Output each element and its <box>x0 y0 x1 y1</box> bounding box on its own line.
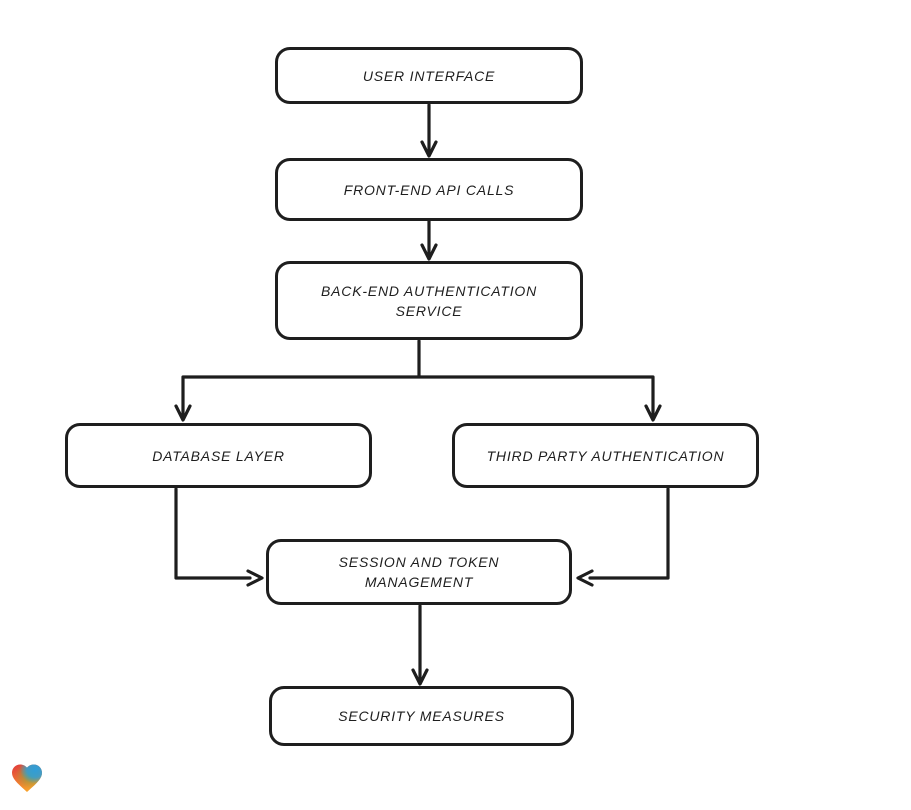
node-third-party-authentication[interactable]: THIRD PARTY AUTHENTICATION <box>452 423 759 488</box>
arrow-thirdparty-to-session <box>576 487 670 587</box>
node-user-interface[interactable]: USER INTERFACE <box>275 47 583 104</box>
node-backend-auth-service[interactable]: BACK-END AUTHENTICATION SERVICE <box>275 261 583 340</box>
heart-logo <box>12 764 42 793</box>
node-backend-auth-service-label: BACK-END AUTHENTICATION SERVICE <box>321 282 537 319</box>
node-security-measures[interactable]: SECURITY MEASURES <box>269 686 574 746</box>
arrow-database-to-session <box>174 487 264 587</box>
node-user-interface-label: USER INTERFACE <box>362 67 496 84</box>
node-database-layer[interactable]: DATABASE LAYER <box>65 423 372 488</box>
node-session-token-management[interactable]: SESSION AND TOKEN MANAGEMENT <box>266 539 572 605</box>
node-frontend-api-calls-label: FRONT-END API CALLS <box>343 181 515 198</box>
node-third-party-authentication-label: THIRD PARTY AUTHENTICATION <box>486 447 725 464</box>
arrow-user-interface-to-frontend-api <box>420 103 438 158</box>
node-database-layer-label: DATABASE LAYER <box>152 447 285 464</box>
arrow-backend-auth-branch <box>174 339 662 422</box>
node-session-token-management-label: SESSION AND TOKEN MANAGEMENT <box>338 554 500 590</box>
arrow-frontend-api-to-backend-auth <box>420 219 438 261</box>
arrow-session-to-security <box>411 604 429 686</box>
node-security-measures-label: SECURITY MEASURES <box>338 708 505 724</box>
node-frontend-api-calls[interactable]: FRONT-END API CALLS <box>275 158 583 221</box>
